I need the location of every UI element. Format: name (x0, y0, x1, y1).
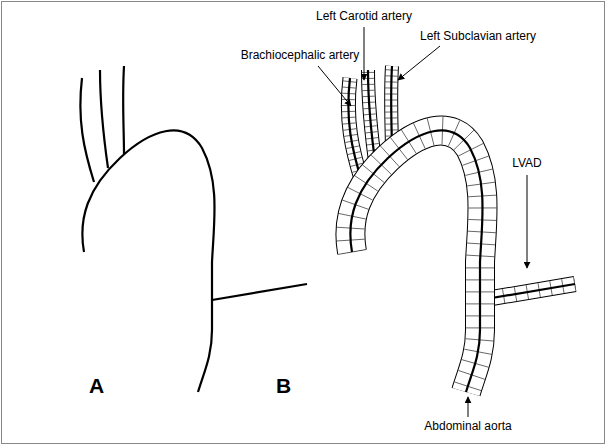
leader-arrow (364, 27, 365, 80)
vessel-centerline (212, 284, 307, 300)
leader-arrow (468, 397, 469, 417)
vessel-centerline (80, 78, 94, 182)
vessel-centerline (350, 130, 482, 392)
artery-label: Brachiocephalic artery (239, 49, 362, 63)
meshed-model (337, 66, 576, 392)
vessel-wall (350, 130, 482, 392)
leader-arrow (318, 66, 351, 106)
centerline-model (80, 66, 307, 392)
panel-letter: A (87, 374, 106, 398)
vessel-centerline (100, 70, 108, 168)
artery-label: Left Carotid artery (314, 10, 414, 24)
artery-label: Abdominal aorta (422, 420, 513, 434)
artery-label: Left Subclavian artery (418, 30, 538, 44)
leader-arrow (527, 175, 528, 268)
leader-arrows (318, 27, 527, 417)
vessel-centerline (122, 66, 125, 154)
panel-letter: B (274, 374, 293, 398)
vessel-centerline (82, 130, 214, 392)
vessel-segment (337, 117, 497, 392)
vessel-centerline (348, 78, 362, 182)
vessel-lumen (350, 130, 482, 392)
device-label: LVAD (510, 157, 544, 171)
leader-arrow (398, 46, 440, 80)
